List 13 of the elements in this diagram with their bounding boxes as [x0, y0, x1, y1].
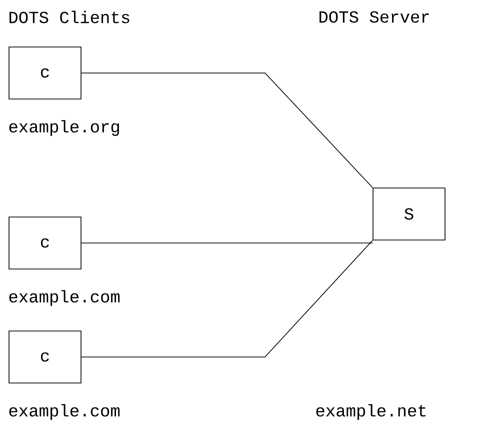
heading: DOTS Clients: [10, 10, 130, 24]
box: c: [8, 330, 82, 384]
connector-line: [81, 242, 373, 244]
connector-line: [81, 240, 373, 358]
heading: example.net: [316, 404, 426, 420]
connector-line: [81, 72, 373, 188]
box: S: [372, 188, 446, 240]
heading: DOTS Server: [320, 11, 429, 23]
box: c: [8, 46, 82, 100]
box-caption: example.com: [9, 404, 120, 420]
box-caption: example.com: [9, 290, 120, 306]
box-caption: example.org: [9, 120, 119, 136]
box: c: [8, 216, 82, 270]
